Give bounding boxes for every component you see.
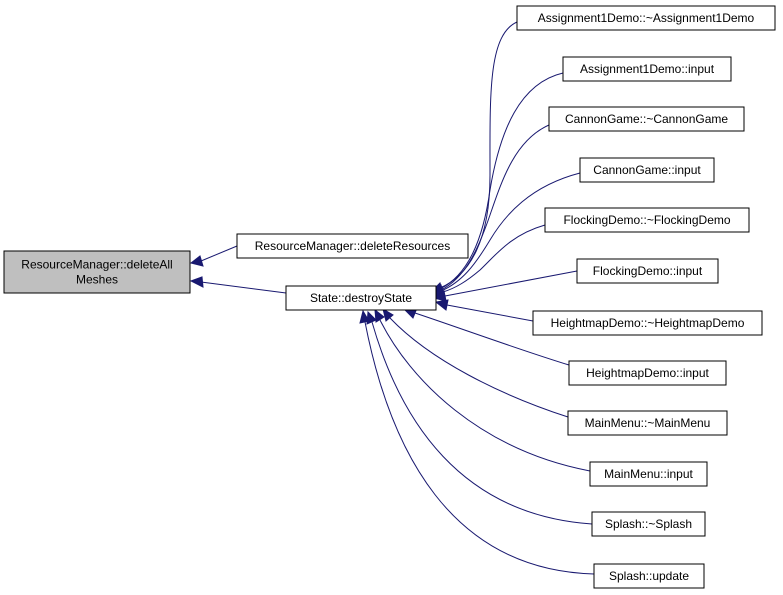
edge-line xyxy=(442,224,546,293)
node-a1input[interactable]: Assignment1Demo::input xyxy=(562,56,732,82)
node-box xyxy=(579,157,715,183)
node-box xyxy=(3,250,191,294)
node-label: Assignment1Demo::input xyxy=(580,62,715,76)
node-hmdtor[interactable]: HeightmapDemo::~HeightmapDemo xyxy=(532,310,763,336)
edge-line xyxy=(364,321,595,575)
edge-line xyxy=(200,281,287,294)
node-a1dtor[interactable]: Assignment1Demo::~Assignment1Demo xyxy=(516,5,776,31)
edge-mminput-to-destroyState xyxy=(374,308,591,472)
edge-line xyxy=(200,245,238,262)
node-label: Meshes xyxy=(76,273,118,287)
edge-line xyxy=(446,304,534,322)
node-box xyxy=(236,233,469,259)
edge-a1input-to-destroyState xyxy=(430,72,564,295)
node-cginput[interactable]: CannonGame::input xyxy=(579,157,715,183)
node-box xyxy=(548,106,745,132)
node-box xyxy=(576,258,719,284)
edge-line xyxy=(440,172,581,292)
node-label: FlockingDemo::input xyxy=(593,264,703,278)
node-box xyxy=(516,5,776,31)
node-box xyxy=(562,56,732,82)
edge-line xyxy=(414,312,570,366)
node-label: FlockingDemo::~FlockingDemo xyxy=(563,213,730,227)
edge-line xyxy=(444,270,578,297)
node-box xyxy=(591,511,706,537)
node-label: Splash::update xyxy=(609,569,689,583)
node-label: MainMenu::input xyxy=(604,467,693,481)
edge-hmdtor-to-destroyState xyxy=(434,299,534,322)
node-box xyxy=(532,310,763,336)
node-box xyxy=(568,360,727,386)
node-label: ResourceManager::deleteResources xyxy=(255,239,450,253)
edge-line xyxy=(440,124,550,291)
edge-mmdtor-to-destroyState xyxy=(382,307,569,418)
node-label: CannonGame::input xyxy=(593,163,701,177)
node-label: MainMenu::~MainMenu xyxy=(585,416,711,430)
node-label: ResourceManager::deleteAll xyxy=(21,258,172,272)
edge-arrowhead xyxy=(432,290,447,302)
node-label: Splash::~Splash xyxy=(605,517,692,531)
node-hminput[interactable]: HeightmapDemo::input xyxy=(568,360,727,386)
edge-deleteResources-to-root xyxy=(189,245,238,267)
node-box xyxy=(285,285,437,311)
nodes-layer: ResourceManager::deleteAllMeshesResource… xyxy=(3,5,776,589)
edge-arrowhead xyxy=(382,307,394,322)
node-mmdtor[interactable]: MainMenu::~MainMenu xyxy=(567,410,728,436)
node-mminput[interactable]: MainMenu::input xyxy=(589,461,708,487)
node-spupdate[interactable]: Splash::update xyxy=(593,563,705,589)
node-label: Assignment1Demo::~Assignment1Demo xyxy=(538,11,755,25)
edge-line xyxy=(439,72,564,290)
node-fdinput[interactable]: FlockingDemo::input xyxy=(576,258,719,284)
edge-arrowhead xyxy=(189,276,204,288)
edge-destroyState-to-root xyxy=(189,276,287,294)
edge-cgdtor-to-destroyState xyxy=(430,124,550,296)
node-fddtor[interactable]: FlockingDemo::~FlockingDemo xyxy=(544,207,750,233)
node-deleteResources[interactable]: ResourceManager::deleteResources xyxy=(236,233,469,259)
node-label: CannonGame::~CannonGame xyxy=(565,112,728,126)
node-box xyxy=(589,461,708,487)
node-box xyxy=(593,563,705,589)
node-spdtor[interactable]: Splash::~Splash xyxy=(591,511,706,537)
node-box xyxy=(567,410,728,436)
edge-arrowhead xyxy=(366,310,377,325)
edge-line xyxy=(379,319,591,472)
edge-arrowhead xyxy=(434,299,449,311)
edge-line xyxy=(389,317,569,418)
edge-spupdate-to-destroyState xyxy=(359,309,595,575)
edge-arrowhead xyxy=(359,309,370,324)
edge-spdtor-to-destroyState xyxy=(366,310,593,525)
edge-arrowhead xyxy=(189,255,204,267)
edge-fdinput-to-destroyState xyxy=(432,270,578,302)
node-cgdtor[interactable]: CannonGame::~CannonGame xyxy=(548,106,745,132)
node-label: State::destroyState xyxy=(310,291,412,305)
node-destroyState[interactable]: State::destroyState xyxy=(285,285,437,311)
node-label: HeightmapDemo::input xyxy=(586,366,709,380)
node-box xyxy=(544,207,750,233)
edge-line xyxy=(371,321,593,525)
node-label: HeightmapDemo::~HeightmapDemo xyxy=(551,316,745,330)
edge-arrowhead xyxy=(374,308,385,323)
